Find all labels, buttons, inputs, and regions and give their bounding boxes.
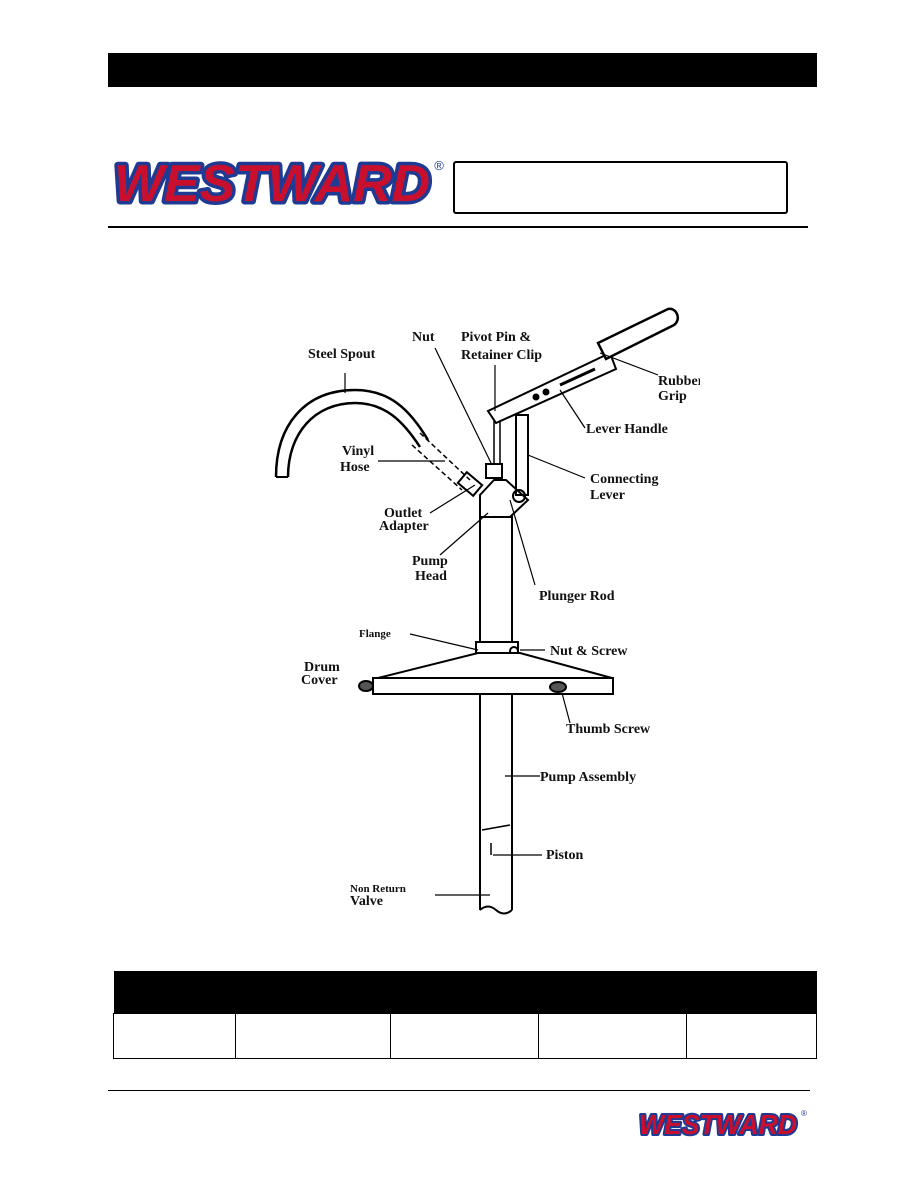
table-header-cell — [390, 971, 539, 1014]
title-box — [453, 161, 788, 214]
table-cell — [234, 1013, 391, 1059]
table-header-cell — [113, 971, 236, 1014]
label-thumb-screw: Thumb Screw — [566, 722, 651, 737]
label-connecting: Connecting — [590, 472, 658, 487]
label-adapter: Adapter — [379, 519, 429, 534]
label-valve: Valve — [350, 894, 383, 909]
westward-logo: WESTWARD ® — [111, 152, 445, 217]
registered-mark: ® — [434, 158, 444, 173]
label-head: Head — [415, 569, 447, 584]
header-divider — [108, 226, 808, 228]
label-rubber: Rubber — [658, 374, 700, 389]
table-header-cell — [235, 971, 391, 1014]
thumb-screw — [549, 681, 567, 693]
table-row — [113, 1013, 817, 1059]
steel-spout — [274, 388, 430, 478]
label-plunger-rod: Plunger Rod — [539, 589, 615, 604]
vinyl-hose — [411, 432, 471, 491]
rubber-grip — [596, 307, 679, 361]
parts-table — [113, 971, 817, 1059]
label-piston: Piston — [546, 848, 584, 863]
table-cell — [389, 1013, 540, 1059]
footer-registered-mark: ® — [801, 1109, 807, 1118]
pump-head — [479, 479, 530, 518]
outlet-adapter — [456, 470, 484, 498]
label-retainer-clip: Retainer Clip — [461, 348, 542, 363]
westward-footer-logo: WESTWARD ® — [637, 1107, 807, 1142]
label-lever-handle: Lever Handle — [586, 422, 668, 437]
header-bar — [108, 53, 817, 87]
label-steel-spout: Steel Spout — [308, 347, 376, 362]
drum-cover-knob — [358, 680, 374, 692]
label-non-return: Non Return — [350, 883, 406, 895]
table-cell — [538, 1013, 688, 1059]
pump-drawing — [274, 307, 679, 915]
lever-handle — [486, 351, 618, 425]
label-pump: Pump — [412, 554, 448, 569]
pump-diagram: Steel Spout Nut Pivot Pin & Retainer Cli… — [274, 307, 700, 915]
label-vinyl: Vinyl — [342, 444, 374, 459]
label-hose: Hose — [340, 460, 370, 475]
piston — [481, 824, 511, 855]
label-drum: Drum — [304, 660, 340, 675]
table-cell — [686, 1013, 817, 1059]
label-pivot-pin: Pivot Pin & — [461, 330, 531, 345]
connecting-lever — [515, 414, 529, 496]
label-outlet: Outlet — [384, 506, 422, 521]
label-grip: Grip — [658, 389, 687, 404]
logo-wordmark: WESTWARD — [114, 155, 430, 213]
label-cover: Cover — [301, 673, 338, 688]
footer-divider — [108, 1090, 810, 1091]
label-flange: Flange — [359, 628, 391, 640]
table-header-cell — [538, 971, 687, 1014]
label-nut-screw: Nut & Screw — [550, 644, 628, 659]
label-pump-assembly: Pump Assembly — [540, 770, 636, 785]
label-nut: Nut — [412, 330, 435, 345]
nut-part — [485, 463, 503, 479]
table-header-row — [113, 971, 817, 1014]
leader-lines — [344, 347, 659, 896]
table-header-cell — [686, 971, 817, 1014]
pump-tube-upper — [479, 516, 513, 643]
table-cell — [113, 1013, 236, 1059]
valve-bottom — [479, 905, 513, 915]
drum-cover — [377, 652, 613, 679]
label-lever: Lever — [590, 488, 625, 503]
footer-logo-wordmark: WESTWARD — [639, 1109, 797, 1140]
